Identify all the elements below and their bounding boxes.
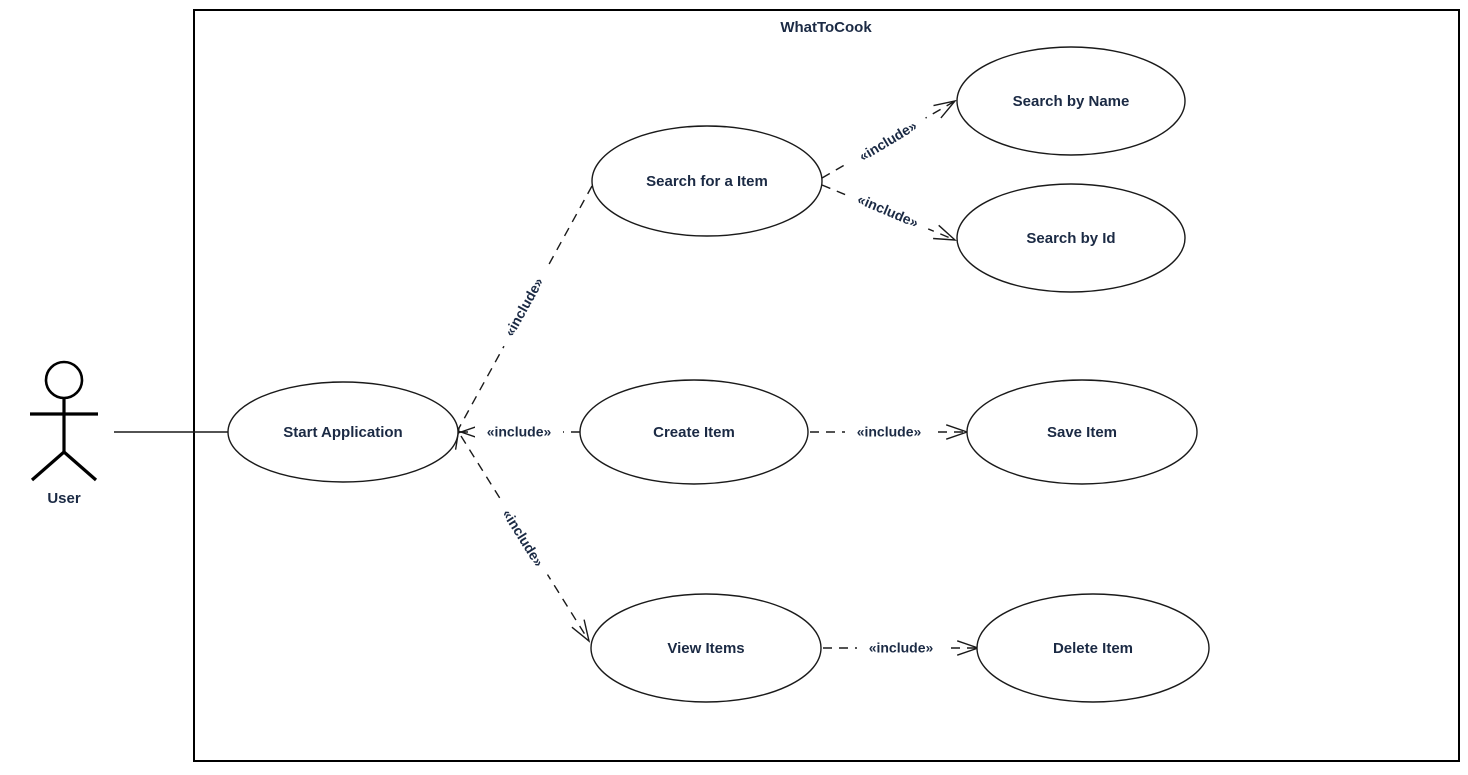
use-case-view-items[interactable]: View Items [590, 593, 822, 703]
use-case-search-for-a-item[interactable]: Search for a Item [591, 125, 823, 237]
use-case-label-start-application: Start Application [283, 424, 402, 441]
use-case-label-search-by-id: Search by Id [1026, 230, 1115, 247]
use-case-ellipse-save-item [966, 379, 1198, 485]
arrowhead-search-for-a-item-to-search-by-name-end [933, 99, 957, 119]
include-stereotype-label-search-for-a-item-to-search-by-name: «include» [856, 117, 920, 164]
include-label-group-start-application-to-search-for-a-item: «include» [493, 263, 555, 351]
use-case-search-by-id[interactable]: Search by Id [956, 183, 1186, 293]
use-case-label-delete-item: Delete Item [1053, 640, 1133, 657]
include-label-halo [491, 495, 555, 581]
use-case-label-search-by-name: Search by Name [1013, 93, 1130, 110]
use-case-label-search-for-a-item: Search for a Item [646, 173, 768, 190]
include-label-halo [857, 638, 945, 658]
include-label-group-search-for-a-item-to-search-by-id: «include» [843, 184, 933, 238]
include-label-group-start-application-to-create-item: «include» [475, 422, 563, 442]
actor-label: User [47, 490, 81, 507]
include-stereotype-label-create-item-to-save-item: «include» [857, 424, 922, 440]
include-label-halo [845, 109, 931, 173]
use-case-ellipse-search-for-a-item [591, 125, 823, 237]
use-case-ellipse-search-by-name [956, 46, 1186, 156]
system-boundary-title: WhatToCook [780, 19, 872, 36]
actor-head-icon [44, 360, 84, 400]
include-label-halo [845, 422, 933, 442]
include-stereotype-label-start-application-to-create-item: «include» [487, 424, 552, 440]
use-case-create-item[interactable]: Create Item [579, 379, 809, 485]
system-boundary-group: WhatToCook [193, 9, 1460, 762]
system-boundary-box [193, 9, 1460, 762]
include-label-halo [475, 422, 563, 442]
include-label-group-view-items-to-delete-item: «include» [857, 638, 945, 658]
use-case-ellipse-view-items [590, 593, 822, 703]
use-case-search-by-name[interactable]: Search by Name [956, 46, 1186, 156]
actor-left-leg-line [30, 450, 66, 482]
use-case-save-item[interactable]: Save Item [966, 379, 1198, 485]
include-label-group-start-application-to-view-items: «include» [491, 495, 555, 581]
actor-group[interactable]: User [30, 360, 98, 507]
use-case-ellipse-start-application [227, 381, 459, 483]
include-label-group-create-item-to-save-item: «include» [845, 422, 933, 442]
arrowhead-start-application-to-create-item-start [458, 424, 483, 440]
use-case-start-application[interactable]: Start Application [227, 381, 459, 483]
use-case-label-save-item: Save Item [1047, 424, 1117, 441]
include-label-group-search-for-a-item-to-search-by-name: «include» [845, 109, 931, 173]
include-label-halo [843, 184, 933, 238]
use-case-ellipse-delete-item [976, 593, 1210, 703]
actor-right-leg-line [62, 450, 98, 482]
use-case-ellipse-create-item [579, 379, 809, 485]
arrowhead-search-for-a-item-to-search-by-id-end [933, 224, 957, 241]
include-stereotype-label-view-items-to-delete-item: «include» [869, 640, 934, 656]
use-case-label-view-items: View Items [667, 640, 744, 657]
include-stereotype-label-start-application-to-view-items: «include» [499, 506, 547, 569]
include-line-search-for-a-item-to-search-by-name[interactable] [821, 100, 956, 179]
use-case-delete-item[interactable]: Delete Item [976, 593, 1210, 703]
arrowhead-start-application-to-view-items-end [571, 619, 591, 643]
use-case-label-create-item: Create Item [653, 424, 735, 441]
use-case-ellipse-search-by-id [956, 183, 1186, 293]
include-label-halo [493, 263, 555, 351]
include-stereotype-label-start-application-to-search-for-a-item: «include» [501, 275, 546, 339]
include-line-start-application-to-search-for-a-item[interactable] [458, 185, 593, 429]
